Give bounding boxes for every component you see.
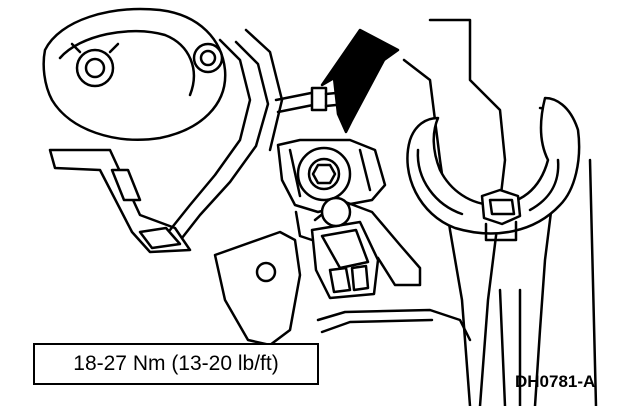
motor-housing	[42, 7, 227, 141]
base-plate	[213, 230, 472, 347]
sensor-connector	[310, 196, 422, 300]
figure-code: DH0781-A	[515, 372, 596, 391]
clamp-bolt	[480, 188, 522, 242]
pointer-arrow	[320, 28, 400, 134]
torque-spec-label: 18-27 Nm (13-20 lb/ft)	[33, 343, 319, 385]
mounting-bolt-upper	[192, 42, 224, 74]
sensor-bolt	[296, 146, 352, 202]
bracket-arm	[48, 28, 284, 254]
